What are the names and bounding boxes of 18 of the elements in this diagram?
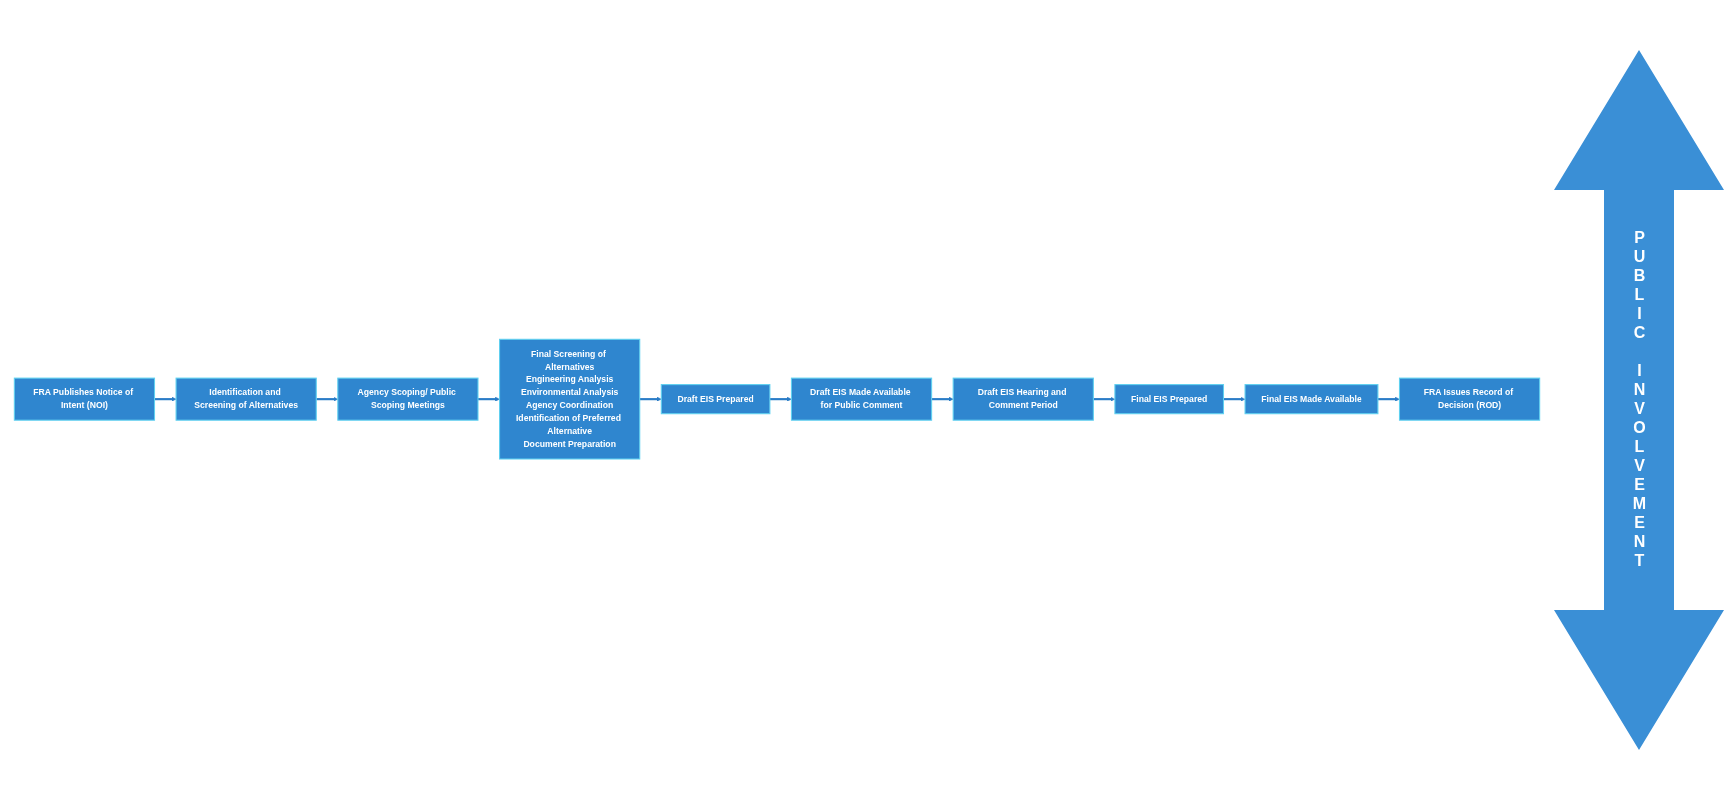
arrow	[639, 397, 662, 402]
node-box: Draft EIS Hearing and Comment Period	[952, 377, 1094, 422]
node-box: Final EIS Made Available	[1244, 384, 1379, 415]
node-box: Draft EIS Made Available for Public Comment	[790, 377, 933, 422]
arrow	[1377, 397, 1400, 402]
node-box: Final Screening of Alternatives Engineering Analysis Environmental Analysis Agency Coordination Identification of Preferred Alternative Document Preparation	[499, 339, 641, 460]
vertical-label: PUBLIC INVOLVEMENT	[1630, 228, 1648, 571]
arrow	[154, 397, 177, 402]
node-box: Draft EIS Prepared	[660, 384, 771, 415]
arrow	[769, 397, 792, 402]
arrow	[931, 397, 954, 402]
node-box: Agency Scoping/ Public Scoping Meetings	[337, 377, 479, 422]
node-box: Identification and Screening of Alternatives	[175, 377, 317, 422]
node-box: FRA Issues Record of Decision (ROD)	[1398, 377, 1541, 422]
node-box: FRA Publishes Notice of Intent (NOI)	[13, 377, 156, 422]
arrow	[1223, 397, 1246, 402]
arrow	[478, 397, 500, 402]
node-box: Final EIS Prepared	[1114, 384, 1225, 415]
